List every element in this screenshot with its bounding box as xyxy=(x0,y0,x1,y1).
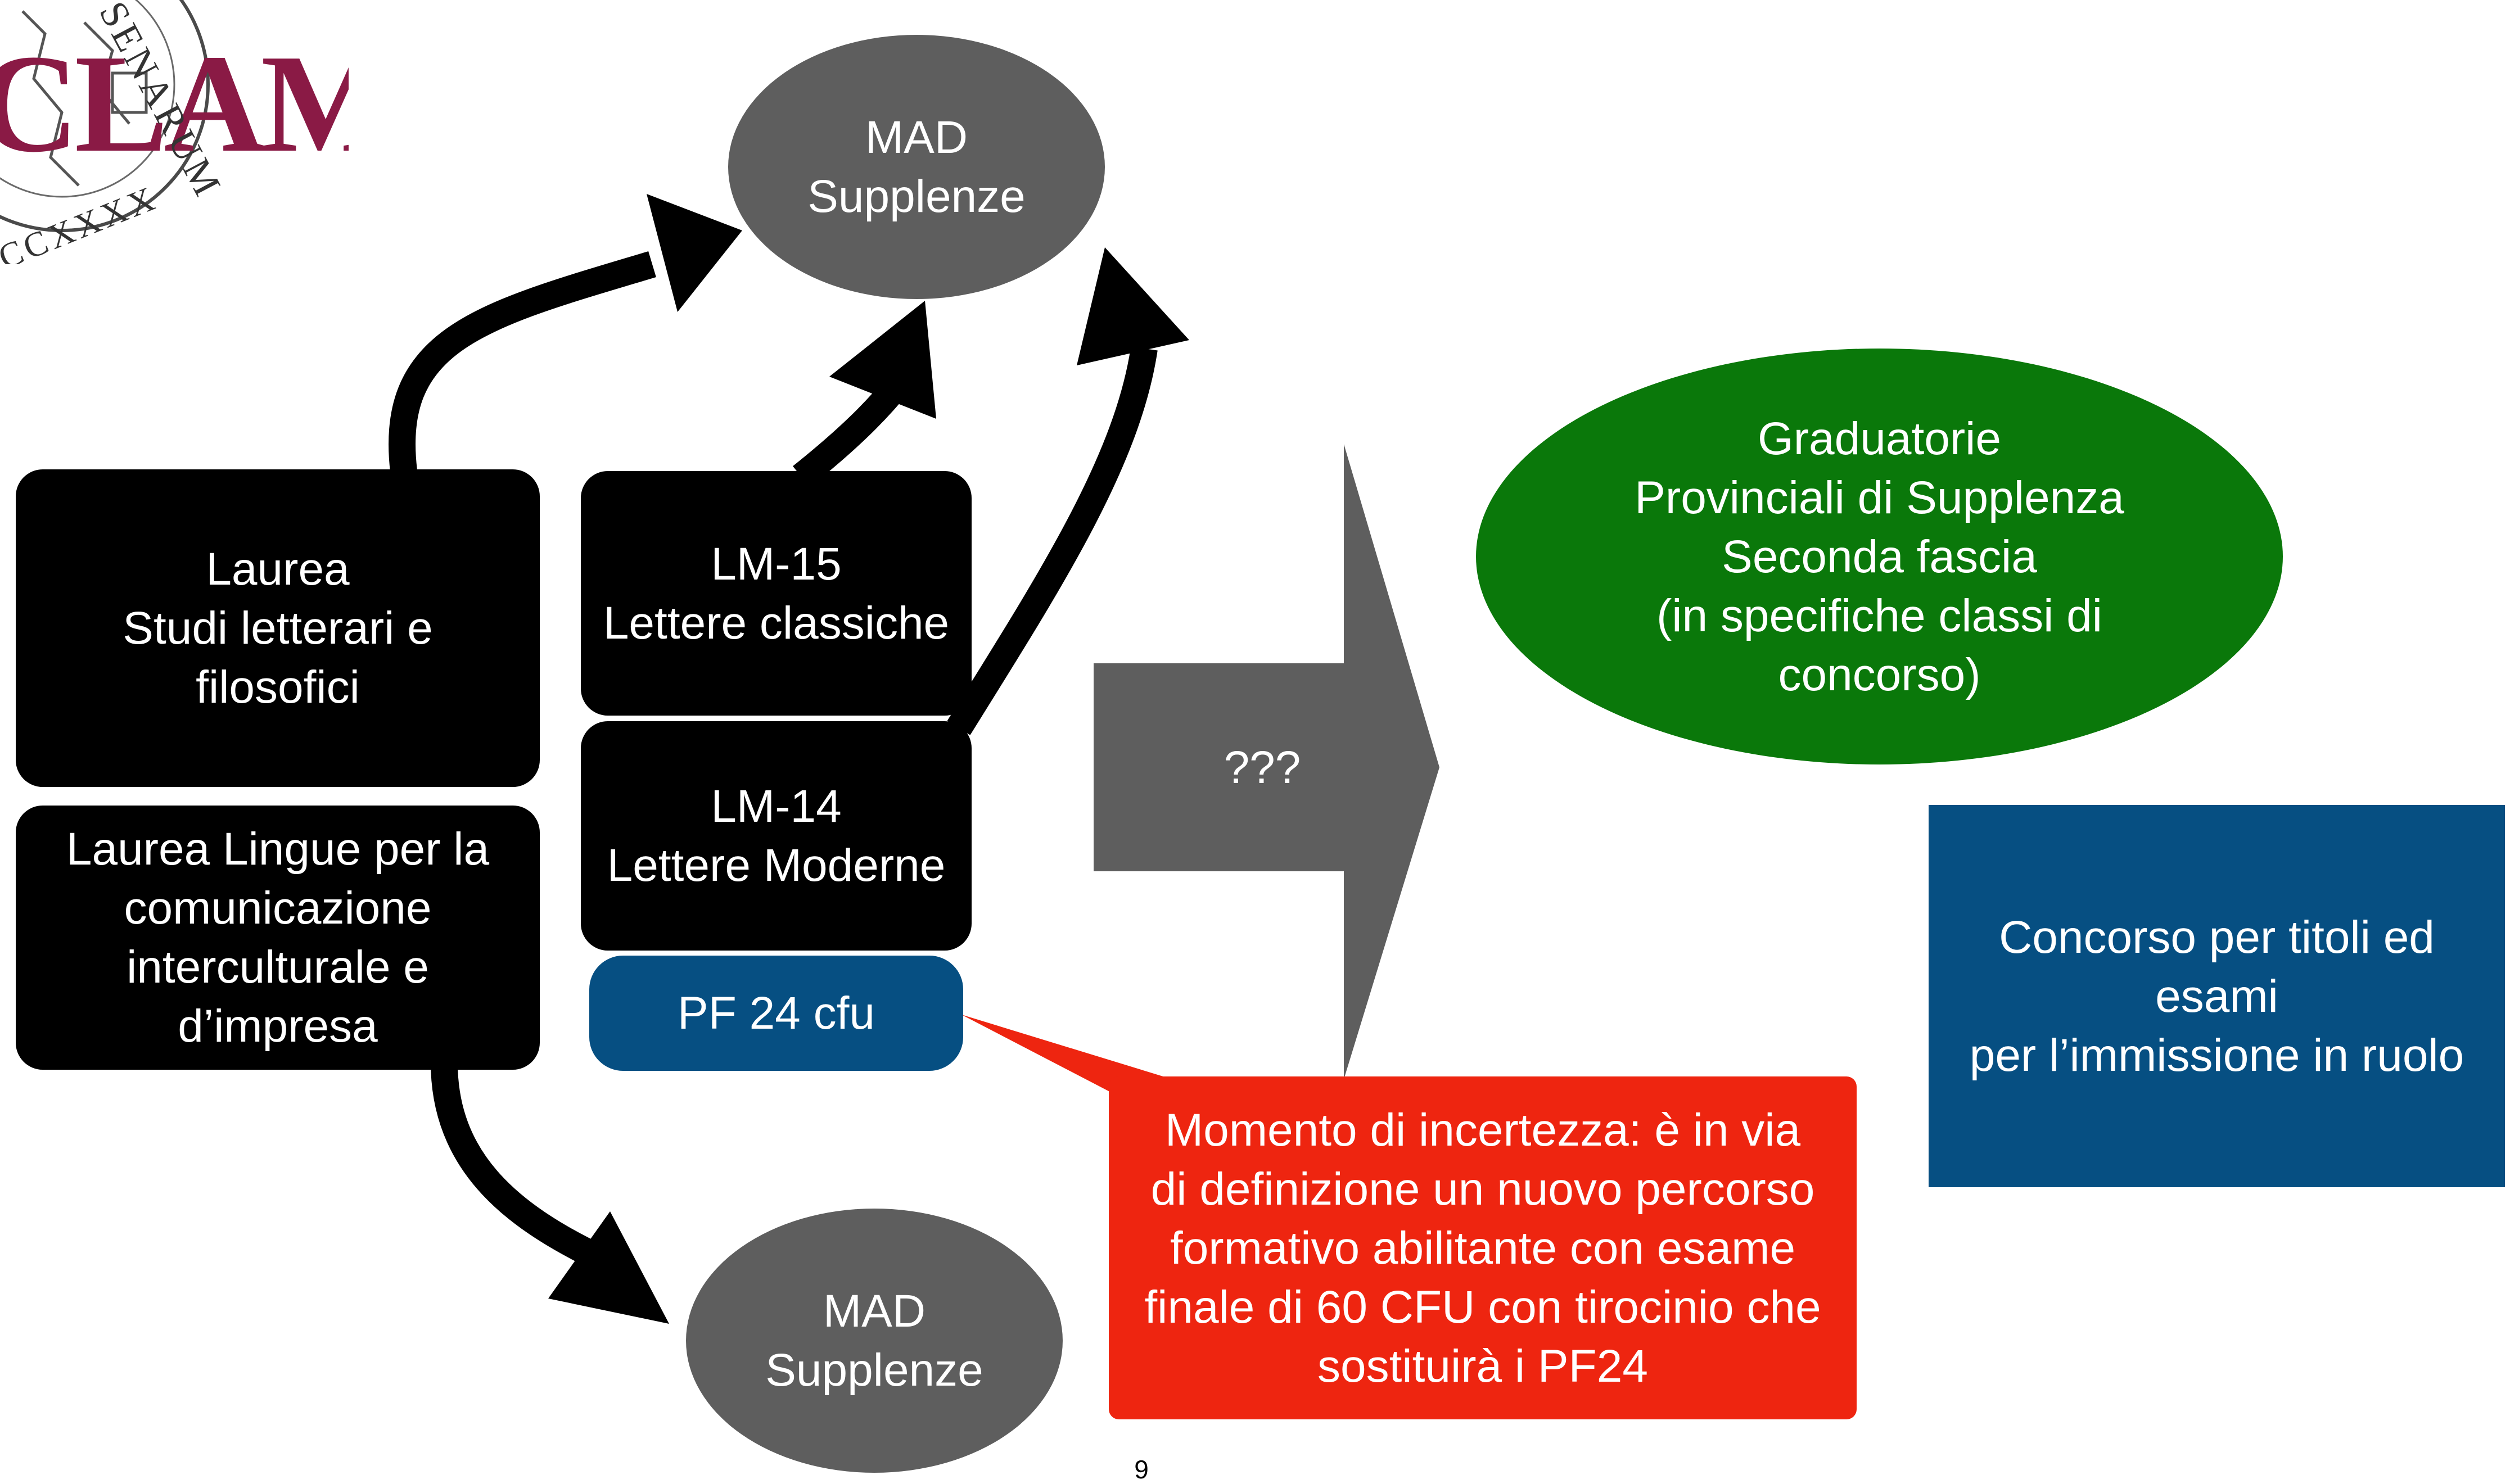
logo: CLAM SENARUM CCXXXX xyxy=(0,0,349,264)
big-arrow-label: ??? xyxy=(1224,741,1301,793)
arrow-studi-to-mad xyxy=(389,251,656,473)
lm14-box: LM-14 Lettere Moderne xyxy=(581,721,972,951)
big-gray-arrow xyxy=(1094,444,1439,1079)
arrowhead-lm14-to-mad xyxy=(1077,247,1189,365)
pf24-box: PF 24 cfu xyxy=(589,956,963,1071)
arrowhead-lm15-to-mad xyxy=(829,301,936,419)
mad-supplenze-top: MAD Supplenze xyxy=(728,35,1105,299)
graduatorie-oval: Graduatorie Provinciali di Supplenza Sec… xyxy=(1476,349,2283,764)
seal-emblem-icon xyxy=(0,0,210,232)
arrow-lm14-to-mad xyxy=(947,346,1158,735)
laurea-studi-box: Laurea Studi letterari e filosofici xyxy=(16,469,540,787)
mad-supplenze-bottom: MAD Supplenze xyxy=(686,1209,1063,1473)
logo-text: CLAM xyxy=(0,26,349,182)
callout-box: Momento di incertezza: è in via di defin… xyxy=(1109,1076,1857,1419)
concorso-box: Concorso per titoli ed esami per l’immis… xyxy=(1929,805,2505,1187)
page-number: 9 xyxy=(1134,1455,1149,1484)
arrowhead-studi-to-mad xyxy=(647,194,742,312)
laurea-lingue-box: Laurea Lingue per la comunicazione inter… xyxy=(16,806,540,1070)
arrowhead-lingue-to-mad xyxy=(548,1211,669,1324)
lm15-box: LM-15 Lettere classiche xyxy=(581,471,972,716)
arrow-lingue-to-mad xyxy=(431,1062,608,1272)
